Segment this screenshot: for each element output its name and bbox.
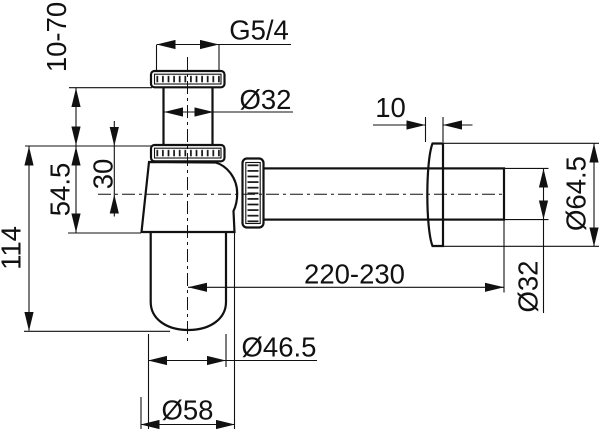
dimension-lines [24,43,599,429]
dim-label-inlet-to-cup-bottom: 114 [0,226,27,270]
dim-label-inlet-to-body: 54.5 [45,163,76,217]
dim-label-cup-diameter: Ø46.5 [242,332,317,363]
outlet-nut-knurl [245,161,261,225]
dim-label-body-diameter: Ø58 [162,395,214,426]
dimension-labels: 10-70 G5/4 Ø32 10 54.5 30 114 Ø64.5 220-… [0,2,592,426]
dim-label-outlet-pipe-diameter: Ø32 [513,261,544,313]
dim-label-flange-diameter: Ø64.5 [561,156,592,231]
dim-label-thread-size: G5/4 [229,15,289,46]
dim-label-inlet-pipe-diameter: Ø32 [240,84,292,115]
dim-label-inlet-to-axis: 30 [88,159,119,190]
dimension-arrows [24,39,599,430]
trap-body [140,160,239,234]
trap-cup [149,232,228,332]
wall-flange [426,142,445,248]
dim-label-outlet-length-range: 220-230 [304,259,405,290]
dim-label-inlet-adjust-range: 10-70 [41,2,72,72]
centerlines [98,57,505,345]
dim-label-flange-offset: 10 [375,92,406,123]
